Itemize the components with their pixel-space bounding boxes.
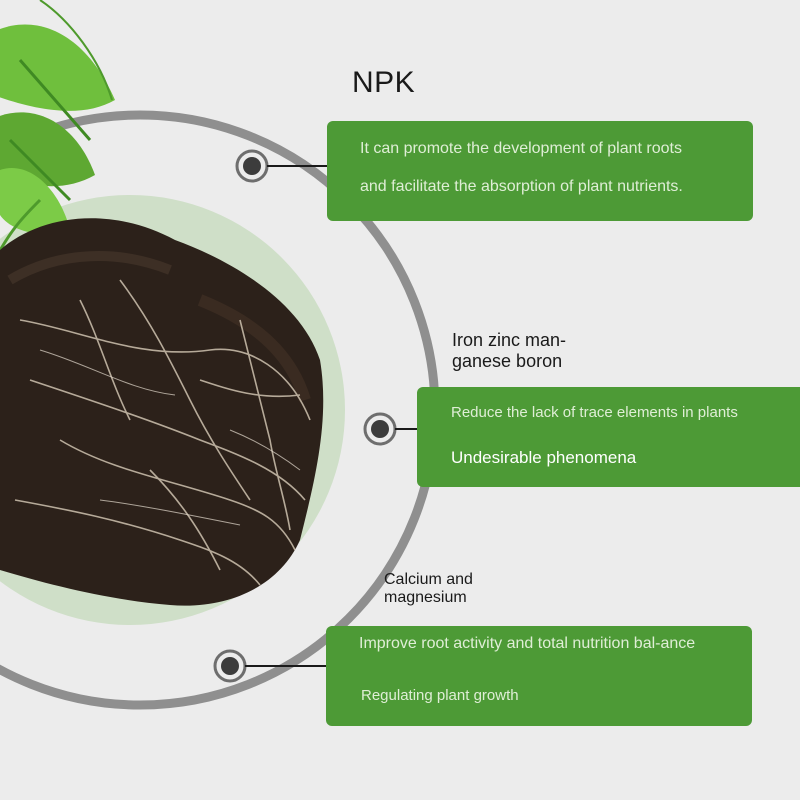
card-text-line: and facilitate the absorption of plant n… xyxy=(360,178,683,195)
heading-npk: NPK xyxy=(352,66,416,99)
info-card-calcium-magnesium: Improve root activity and total nutritio… xyxy=(326,626,752,726)
marker-calcium xyxy=(213,649,326,683)
card-text-line: Regulating plant growth xyxy=(361,687,519,704)
heading-trace-elements: Iron zinc man-ganese boron xyxy=(452,330,567,371)
card-text-line: Reduce the lack of trace elements in pla… xyxy=(451,404,738,421)
card-text-line: It can promote the development of plant … xyxy=(360,140,682,157)
marker-npk xyxy=(235,149,327,183)
heading-calcium-magnesium: Calcium and magnesium xyxy=(384,571,473,606)
plant-leaves-image xyxy=(0,0,115,254)
card-text-line: Undesirable phenomena xyxy=(451,448,637,467)
info-card-trace-elements: Reduce the lack of trace elements in pla… xyxy=(417,387,800,487)
card-text-line: Improve root activity and total nutritio… xyxy=(359,635,696,652)
marker-trace xyxy=(363,412,417,446)
info-card-npk: It can promote the development of plant … xyxy=(327,121,753,221)
soil-root-ball-image xyxy=(0,218,324,606)
